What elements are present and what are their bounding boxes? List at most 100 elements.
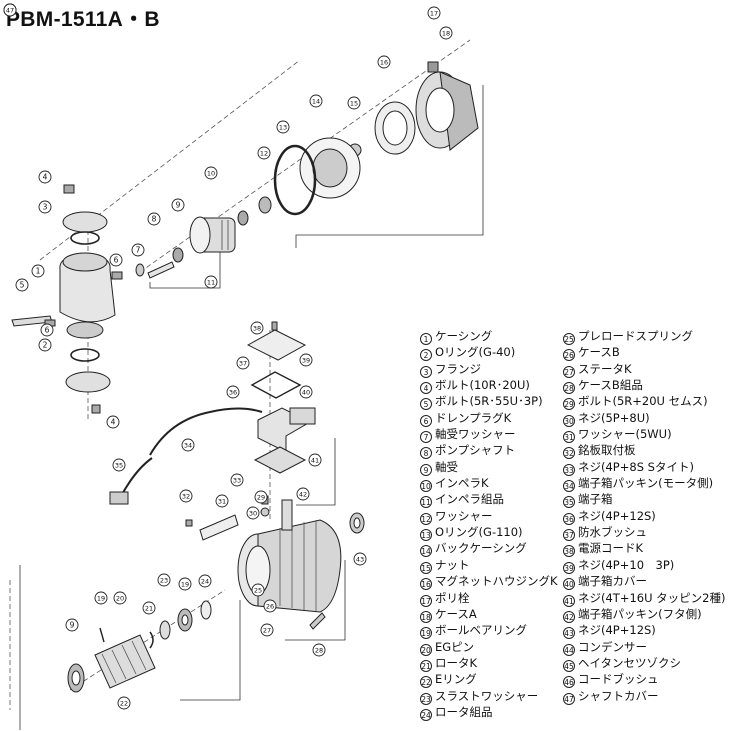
callout-number: 25: [254, 587, 262, 595]
callout-28: 28: [312, 643, 326, 657]
callout-6: 6: [40, 323, 54, 337]
legend-label: ネジ(5P+8U): [578, 410, 650, 425]
callout-number: 9: [176, 201, 181, 210]
callout-number: 28: [315, 647, 323, 655]
legend-number-badge: 22: [420, 676, 432, 689]
legend-number-badge: 1: [420, 333, 432, 345]
callout-circle: [178, 577, 192, 591]
legend-label: ナット: [435, 557, 470, 572]
legend-number-badge: 4: [420, 382, 432, 395]
callout-33: 33: [230, 473, 244, 487]
legend-label: 防水ブッシュ: [578, 525, 647, 540]
callout-circle: [117, 696, 131, 710]
callout-18: 18: [439, 26, 453, 40]
callout-number: 6: [45, 326, 50, 335]
callout-circle: [131, 243, 145, 257]
callout-41: 41: [308, 453, 322, 467]
callout-circle: [246, 506, 260, 520]
legend-number-badge: 6: [420, 414, 432, 427]
impeller-part: [189, 216, 236, 254]
callout-number: 9: [70, 621, 75, 630]
legend-label: ネジ(4P+10 3P): [578, 557, 675, 572]
legend-number-badge: 30: [563, 414, 575, 427]
callout-38: 38: [250, 321, 264, 335]
legend-label: 軸受: [435, 459, 458, 474]
callout-circle: [377, 55, 391, 69]
terminal-box-assembly: [109, 321, 316, 505]
legend-number-badge: 2: [420, 349, 432, 362]
legend-label: EGピン: [435, 639, 475, 654]
legend-number-badge: 17: [420, 594, 432, 607]
legend-number-badge: 19: [420, 627, 432, 640]
page-title: PBM-1511A・B: [6, 8, 160, 31]
callout-circle: [112, 458, 126, 472]
legend-number-badge: 28: [563, 382, 575, 395]
legend-label: ヘイタンセツゾクシ: [578, 655, 682, 670]
callout-12: 12: [257, 146, 271, 160]
legend-label: 軸受ワッシャー: [435, 427, 516, 442]
callout-circle: [309, 94, 323, 108]
callout-circle: [204, 166, 218, 180]
callout-circle: [38, 170, 52, 184]
callout-circle: [38, 200, 52, 214]
legend-label: ポンプシャフト: [435, 443, 516, 458]
callout-circle: [251, 583, 265, 597]
motor-case-assembly: [185, 495, 365, 630]
callout-circle: [3, 3, 17, 17]
legend-number-badge: 9: [420, 463, 432, 476]
callout-4: 4: [106, 415, 120, 429]
legend-label: インペラK: [435, 476, 489, 491]
callout-number: 12: [260, 150, 268, 158]
callout-35: 35: [112, 458, 126, 472]
callout-number: 21: [145, 605, 153, 613]
callout-14: 14: [309, 94, 323, 108]
callout-32: 32: [179, 489, 193, 503]
callout-number: 32: [182, 493, 190, 501]
legend-number-badge: 25: [563, 333, 575, 345]
callout-9: 9: [65, 618, 79, 632]
callout-17: 17: [427, 6, 441, 20]
legend-label: コードブッシュ: [578, 672, 659, 687]
callout-circle: [276, 120, 290, 134]
legend-number-badge: 3: [420, 365, 432, 378]
legend-label: ボルト(10R･20U): [435, 378, 530, 393]
bearing-part: [237, 210, 249, 226]
callout-3: 3: [38, 200, 52, 214]
callout-circle: [40, 323, 54, 337]
callout-circle: [427, 6, 441, 20]
callout-circle: [215, 494, 229, 508]
callout-circle: [230, 473, 244, 487]
bearing-washer-part: [135, 263, 145, 277]
callout-circle: [15, 278, 29, 292]
legend-label: ネジ(4P+12S): [578, 508, 656, 523]
callout-47: 47: [3, 3, 17, 17]
callout-number: 14: [312, 98, 320, 106]
legend-number-badge: 44: [563, 643, 575, 656]
callout-number: 35: [115, 462, 123, 470]
callout-number: 5: [20, 281, 25, 290]
callout-34: 34: [181, 438, 195, 452]
callout-circle: [308, 453, 322, 467]
callout-number: 19: [97, 595, 105, 603]
callout-number: 37: [239, 360, 247, 368]
legend-label: ワッシャー(5WU): [578, 427, 672, 442]
legend-number-badge: 12: [420, 512, 432, 525]
legend-number-badge: 18: [420, 610, 432, 623]
